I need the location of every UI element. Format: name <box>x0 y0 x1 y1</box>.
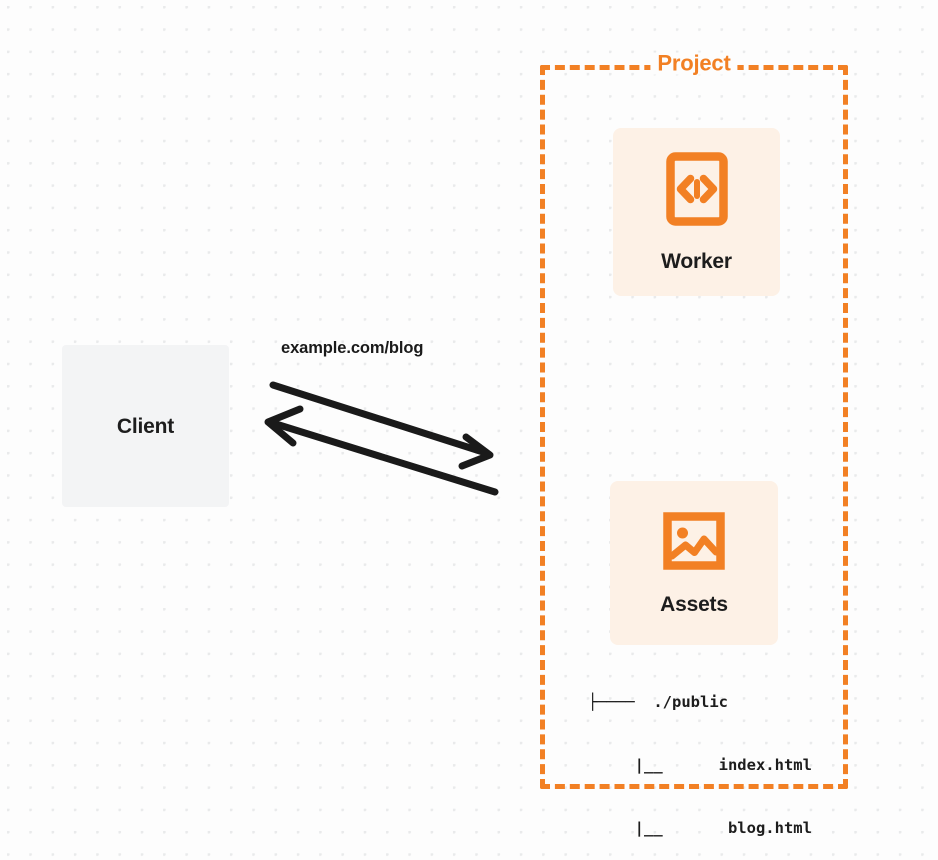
project-group: Project <box>540 52 848 789</box>
assets-file-tree: ├──── ./public |__ index.html |__ blog.h… <box>588 650 812 860</box>
node-worker-label: Worker <box>661 250 732 273</box>
arrow-request <box>269 381 494 470</box>
edge-label-request: example.com/blog <box>281 339 424 357</box>
node-worker[interactable]: Worker <box>613 128 780 296</box>
file-tree-line-root: ├──── ./public <box>588 693 728 711</box>
node-client-label: Client <box>116 414 175 438</box>
code-brackets-icon <box>665 152 728 226</box>
node-assets[interactable]: Assets <box>610 481 778 645</box>
image-icon <box>663 511 725 570</box>
file-tree-line-blog: |__ blog.html <box>588 819 812 837</box>
arrow-response <box>264 405 499 496</box>
node-client[interactable]: Client <box>62 345 229 507</box>
node-assets-label: Assets <box>660 592 728 616</box>
project-group-label: Project <box>650 52 738 75</box>
file-tree-line-index: |__ index.html <box>588 756 812 774</box>
